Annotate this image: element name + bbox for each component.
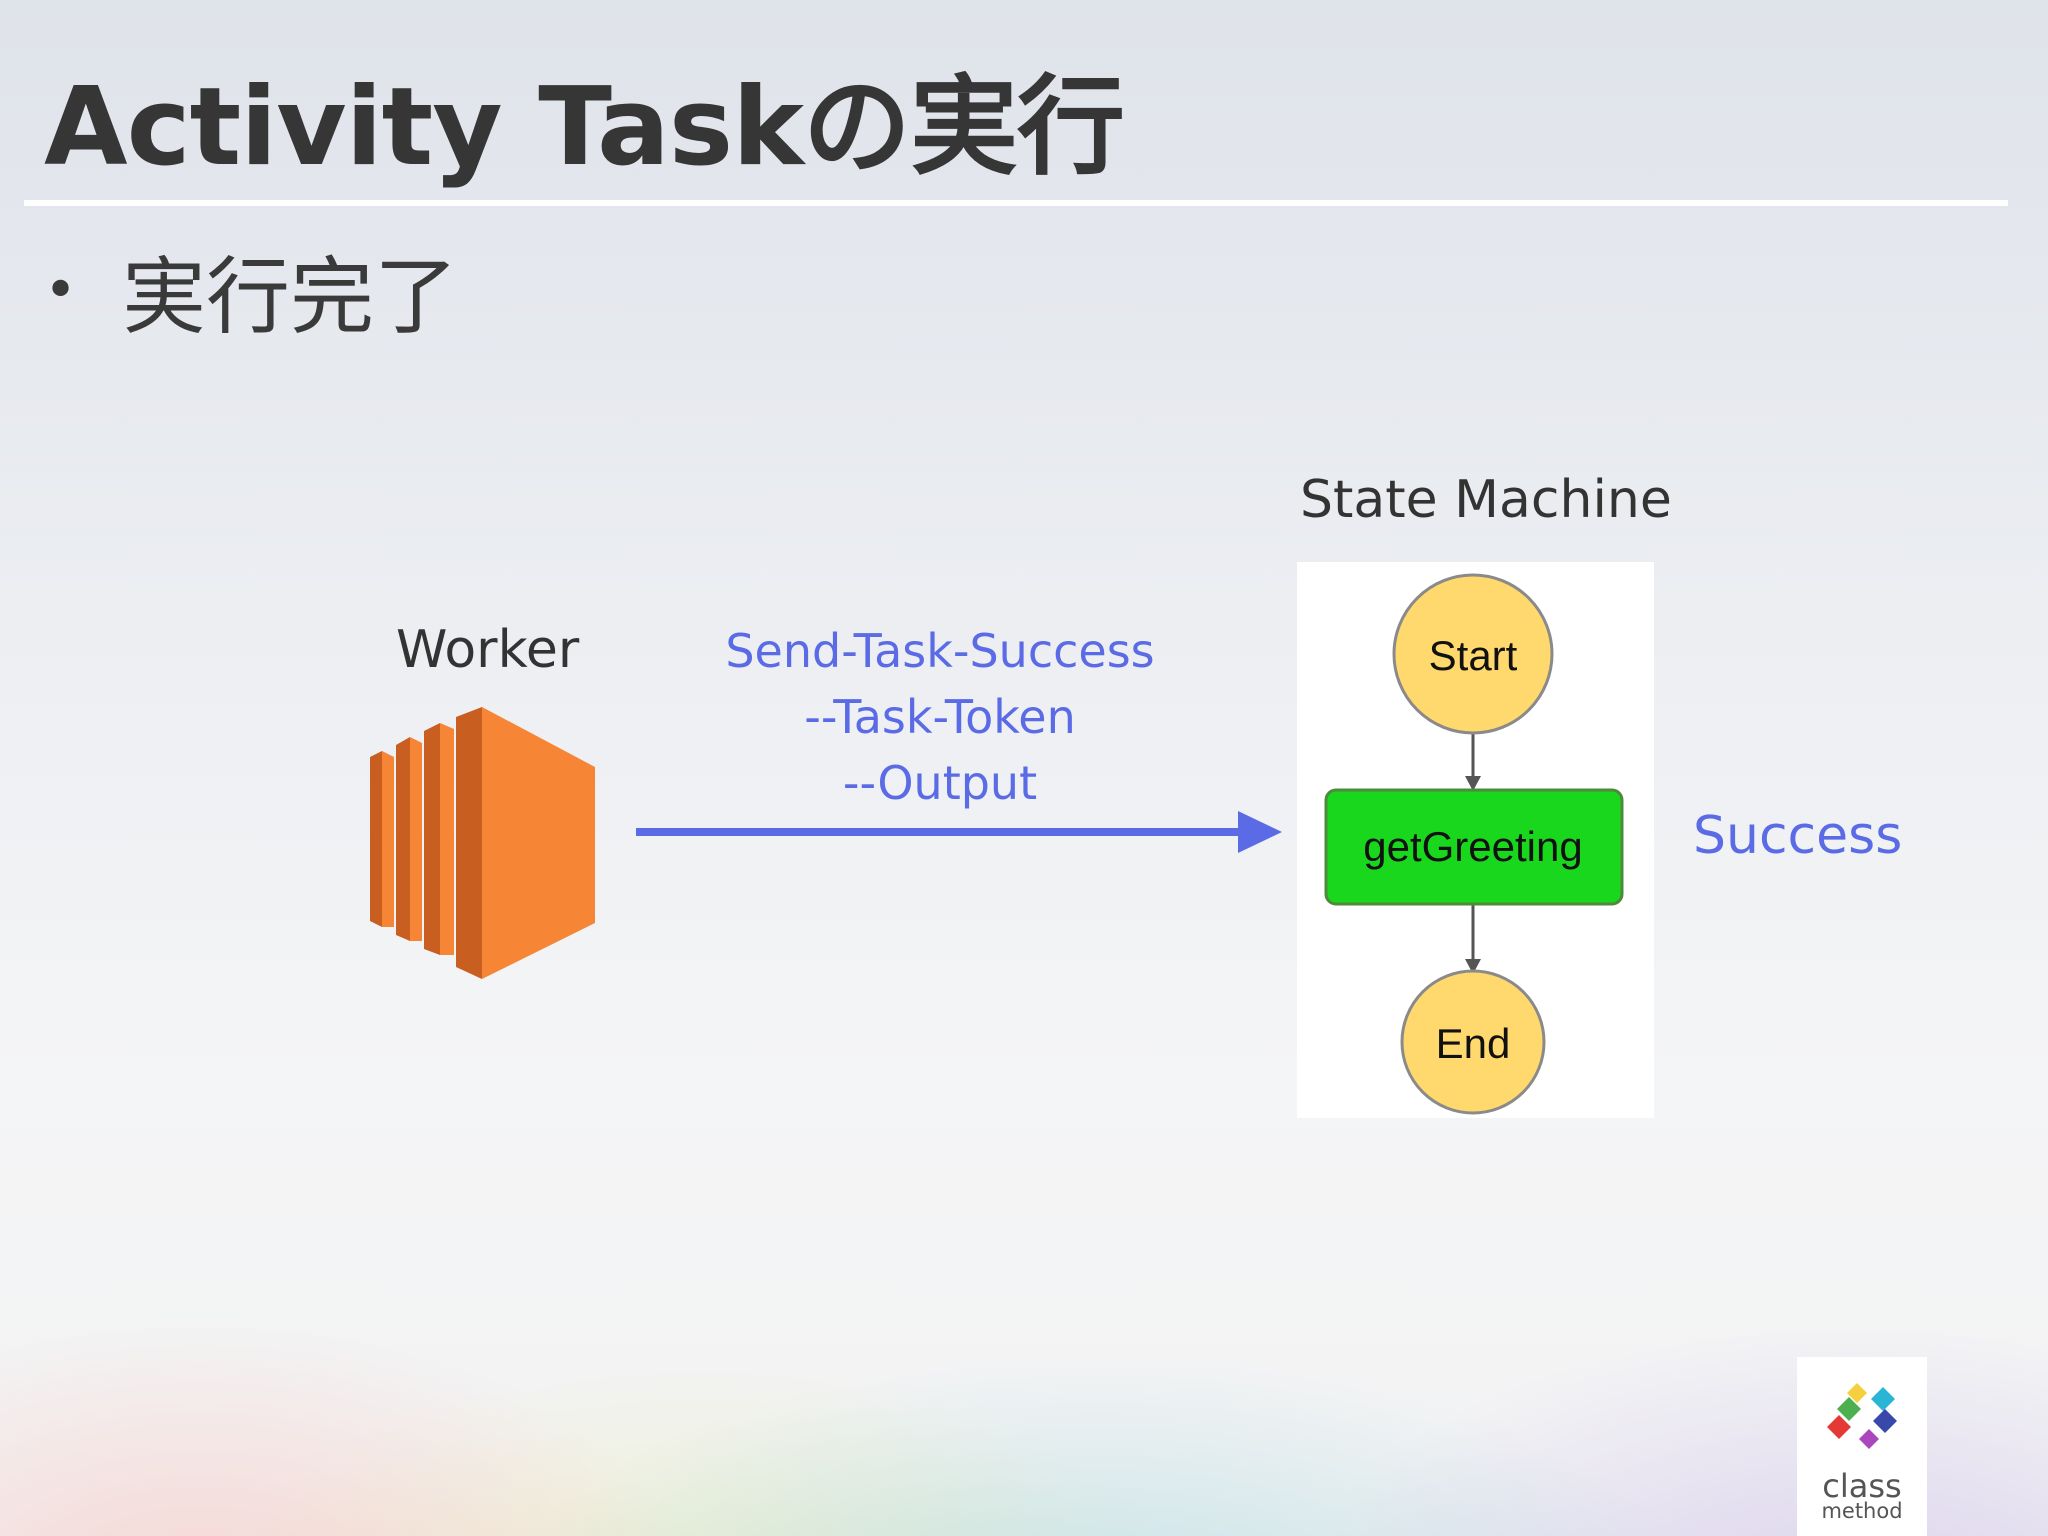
classmethod-logo-icon xyxy=(1827,1383,1897,1449)
title-divider xyxy=(24,200,2008,206)
bullet-item: • 実行完了 xyxy=(44,240,458,346)
classmethod-logo: class method xyxy=(1797,1357,1927,1536)
logo-text-method: method xyxy=(1821,1499,1903,1523)
command-line: Send-Task-Success xyxy=(725,624,1155,678)
command-line: --Task-Token xyxy=(804,690,1076,744)
slide-title: Activity Taskの実行 xyxy=(44,65,1125,190)
end-node-label: End xyxy=(1436,1020,1511,1067)
state-machine-label: State Machine xyxy=(1300,470,1672,530)
logo-text-class: class xyxy=(1822,1467,1902,1505)
command-line: --Output xyxy=(842,756,1038,810)
state-machine-graph: Start getGreeting End xyxy=(1297,562,1654,1118)
start-node-label: Start xyxy=(1429,632,1518,679)
worker-label: Worker xyxy=(396,620,580,680)
task-node-label: getGreeting xyxy=(1363,823,1582,870)
success-status: Success xyxy=(1693,806,1903,866)
ec2-instance-icon xyxy=(370,707,595,979)
send-task-success-command: Send-Task-Success --Task-Token --Output xyxy=(680,618,1200,816)
start-node xyxy=(1392,573,1554,735)
task-node-getgreeting xyxy=(1324,788,1624,906)
task-success-arrow xyxy=(636,811,1282,853)
bullet-dot: • xyxy=(44,257,78,323)
bullet-text: 実行完了 xyxy=(122,247,459,346)
end-node xyxy=(1400,969,1546,1115)
